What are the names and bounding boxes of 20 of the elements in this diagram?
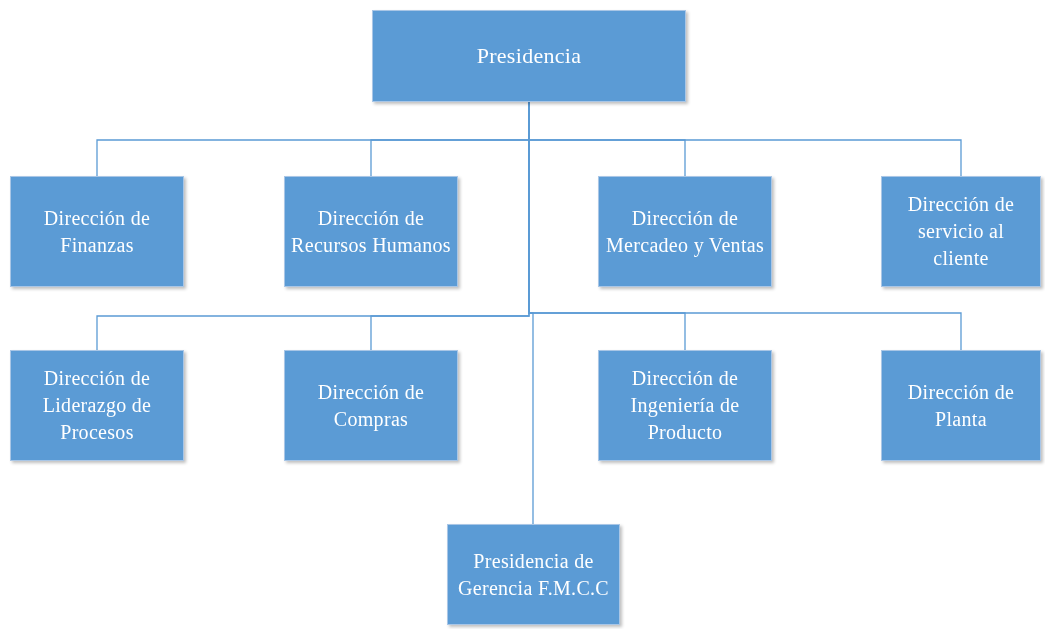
- box-label: Dirección de Planta: [906, 379, 1016, 432]
- box-label: Dirección de Mercadeo y Ventas: [605, 205, 765, 259]
- org-box: [881, 176, 1041, 287]
- org-box: [881, 350, 1041, 461]
- box-label: Dirección de Recursos Humanos: [291, 205, 451, 258]
- org-box: [284, 176, 458, 287]
- org-box: [447, 524, 620, 625]
- org-box: [372, 10, 686, 102]
- org-box: [284, 350, 458, 461]
- org-box: [598, 176, 772, 287]
- box-label: Dirección de servicio al cliente: [906, 192, 1016, 271]
- box-label: Dirección de Liderazgo de Procesos: [41, 366, 153, 445]
- box-label: Dirección de Compras: [316, 379, 426, 433]
- box-label: Presidencia: [476, 42, 582, 71]
- org-box: [10, 176, 184, 287]
- org-box: [10, 350, 184, 461]
- box-label: Dirección de Ingeniería de Producto: [629, 366, 741, 445]
- box-label: Dirección de Finanzas: [42, 205, 152, 258]
- org-box: [598, 350, 772, 461]
- box-label: Presidencia de Gerencia F.M.C.C: [457, 548, 610, 601]
